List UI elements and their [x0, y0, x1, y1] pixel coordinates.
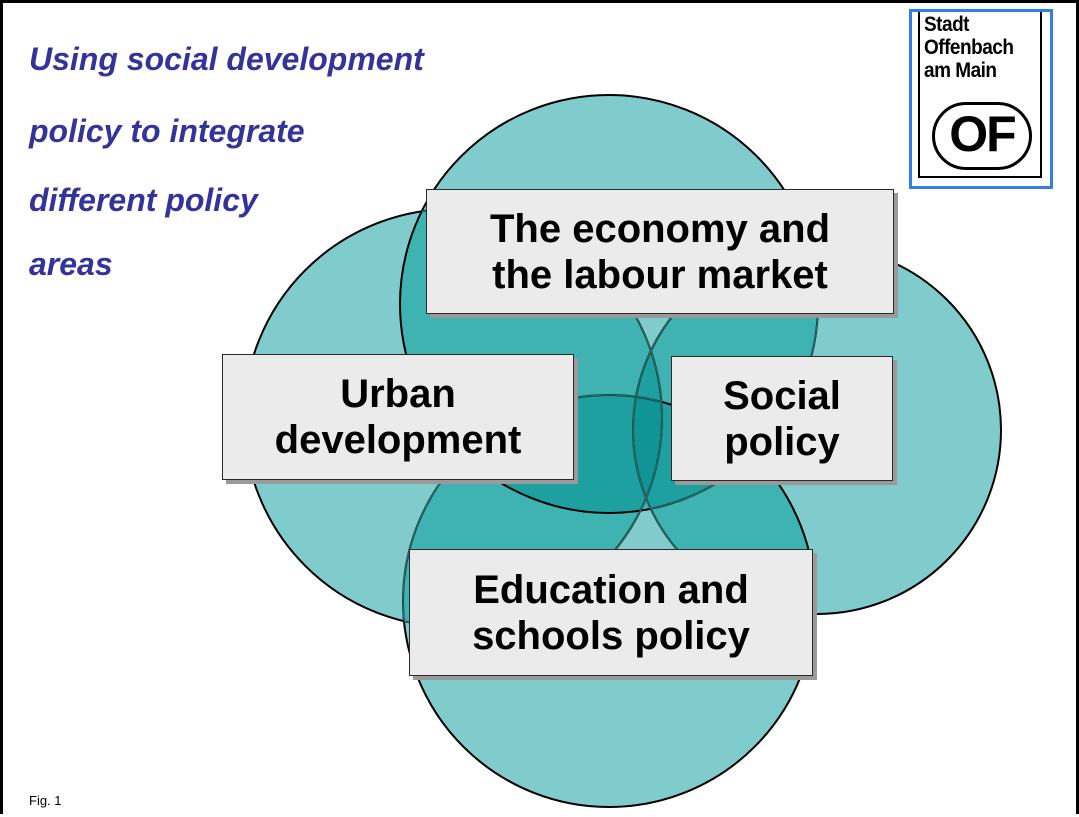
label-education-line-2: schools policy — [472, 613, 750, 658]
label-social: Social policy — [671, 356, 893, 481]
title-line-2: policy to integrate — [29, 113, 305, 149]
label-education-line-1: Education and — [473, 567, 749, 612]
label-social-line-2: policy — [724, 419, 840, 464]
logo-text-line-3: am Main — [924, 58, 997, 83]
label-economy: The economy and the labour market — [426, 189, 894, 314]
logo-text-line-2: Offenbach — [924, 35, 1014, 60]
title-line-1: Using social development — [29, 41, 424, 77]
logo-frame: Stadt Offenbach am Main OF — [918, 12, 1042, 178]
title-line-3: different policy — [29, 182, 258, 218]
label-urban-line-1: Urban — [340, 372, 456, 416]
label-urban: Urban development — [222, 354, 574, 480]
figure-caption: Fig. 1 — [29, 793, 62, 808]
logo-text-line-1: Stadt — [924, 12, 970, 37]
city-logo: Stadt Offenbach am Main OF — [909, 9, 1053, 189]
label-education: Education and schools policy — [409, 549, 813, 676]
logo-badge: OF — [932, 102, 1032, 170]
label-social-line-1: Social — [723, 373, 841, 418]
label-urban-line-2: development — [274, 418, 522, 462]
label-economy-line-2: the labour market — [492, 252, 828, 297]
logo-badge-text: OF — [949, 106, 1016, 162]
title-line-4: areas — [29, 246, 113, 282]
label-economy-line-1: The economy and — [489, 206, 831, 251]
